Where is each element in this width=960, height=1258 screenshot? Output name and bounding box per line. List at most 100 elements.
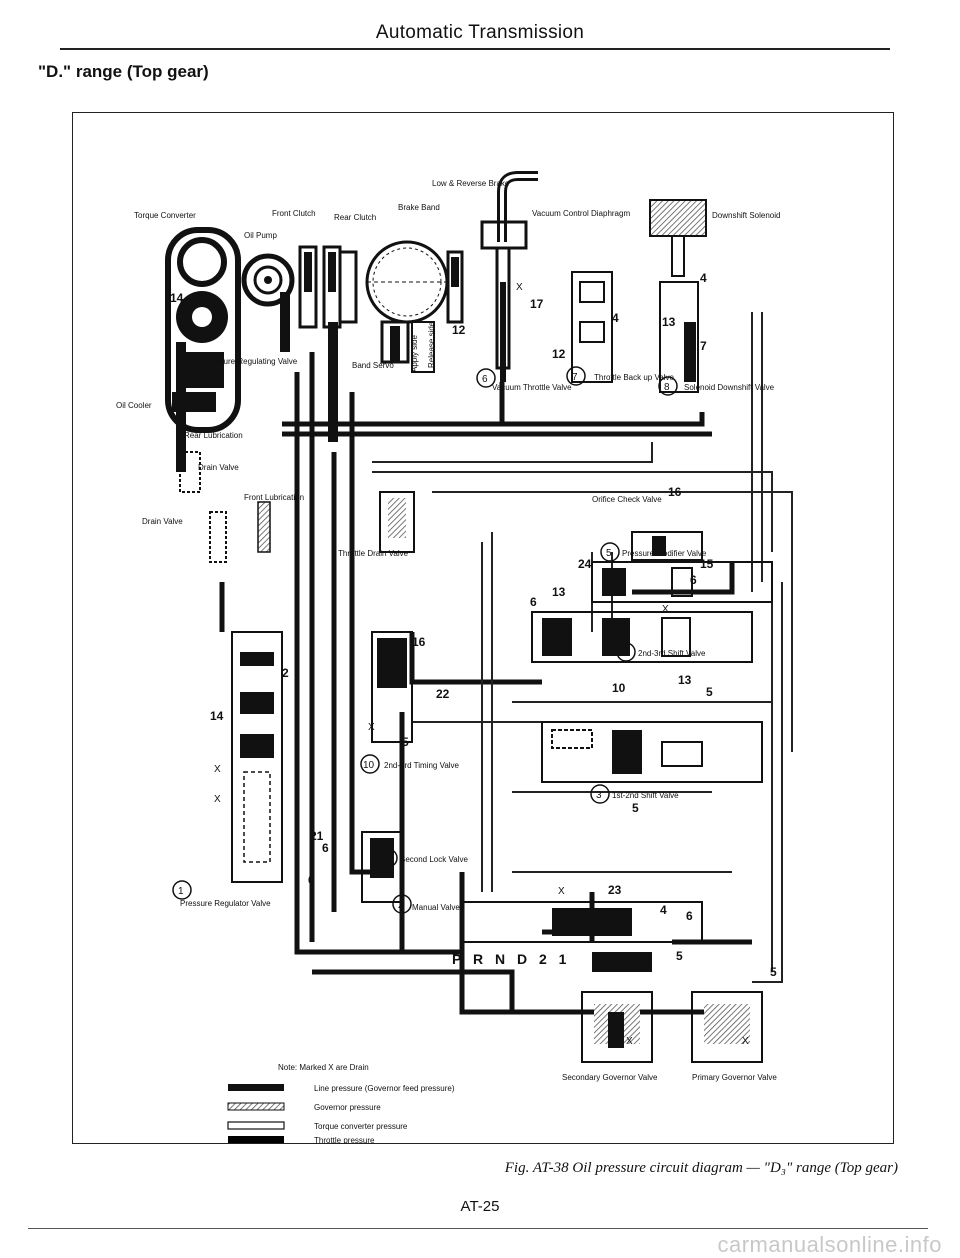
- footer-rule: [28, 1228, 928, 1229]
- label-second-lock: Second Lock Valve: [400, 855, 468, 864]
- svg-text:4: 4: [612, 311, 619, 325]
- svg-text:X: X: [214, 794, 221, 805]
- legend: Note: Marked X are Drain Line pressure (…: [227, 1063, 455, 1144]
- label-throttle-drain: Throttle Drain Valve: [338, 549, 409, 558]
- shift-valve-23: [531, 611, 753, 663]
- secondary-governor-valve: [581, 991, 653, 1063]
- oil-pump: [241, 253, 295, 352]
- svg-text:2: 2: [398, 900, 404, 911]
- svg-text:X: X: [368, 722, 375, 733]
- label-band-servo: Band Servo: [352, 361, 394, 370]
- svg-text:14: 14: [210, 709, 224, 723]
- front-lubrication-body: [257, 501, 271, 553]
- brake-band: [365, 240, 449, 324]
- svg-text:X: X: [742, 1036, 749, 1047]
- label-rear-lubrication: Rear Lubrication: [184, 431, 243, 440]
- svg-text:X: X: [626, 1036, 633, 1047]
- label-apply-side: Apply side: [410, 335, 419, 372]
- label-tc-regulator: T/C Oil Pressure Regulating Valve: [176, 357, 298, 366]
- svg-text:10: 10: [363, 760, 375, 771]
- svg-text:17: 17: [530, 297, 544, 311]
- low-reverse-brake: [446, 171, 538, 324]
- svg-text:5: 5: [676, 949, 683, 963]
- label-solenoid-downshift: Solenoid Downshift Valve: [684, 383, 775, 392]
- label-oil-pump: Oil Pump: [244, 231, 277, 240]
- svg-text:16: 16: [668, 485, 682, 499]
- primary-governor-valve: [691, 991, 763, 1063]
- tc-regulator-body: [184, 352, 224, 388]
- watermark: carmanualsonline.info: [717, 1232, 942, 1257]
- label-primary-governor: Primary Governor Valve: [692, 1073, 777, 1082]
- svg-text:19: 19: [552, 641, 566, 655]
- svg-text:Governor pressure: Governor pressure: [314, 1103, 381, 1112]
- label-front-clutch: Front Clutch: [272, 209, 316, 218]
- label-orifice-check: Orifice Check Valve: [592, 495, 662, 504]
- svg-text:5: 5: [706, 685, 713, 699]
- svg-text:6: 6: [482, 374, 488, 385]
- svg-text:14: 14: [170, 291, 184, 305]
- line-pressure-pipes: [219, 352, 752, 1015]
- svg-text:16: 16: [412, 635, 426, 649]
- svg-text:22: 22: [436, 687, 450, 701]
- downshift-solenoid: [649, 199, 707, 393]
- label-brake-band: Brake Band: [398, 203, 440, 212]
- label-rear-clutch: Rear Clutch: [334, 213, 376, 222]
- svg-text:5: 5: [770, 965, 777, 979]
- svg-text:7: 7: [572, 372, 578, 383]
- svg-text:Line pressure (Governor feed p: Line pressure (Governor feed pressure): [314, 1084, 455, 1093]
- second-lock-valve: [361, 831, 403, 903]
- throttle-backup-valve: [571, 271, 613, 383]
- label-timing-23: 2nd-3rd Timing Valve: [384, 761, 460, 770]
- label-oil-cooler: Oil Cooler: [116, 401, 152, 410]
- svg-text:X: X: [214, 764, 221, 775]
- header-rule: [60, 48, 890, 50]
- drain-valve-2-body: [209, 511, 227, 563]
- svg-text:24: 24: [578, 557, 592, 571]
- svg-text:9: 9: [384, 854, 390, 865]
- line-numbers: 14 12 17 12 13 4 7 4 16 24 15 6 6 13 19 …: [170, 271, 777, 1047]
- label-throttle-backup: Throttle Back up Valve: [594, 373, 674, 382]
- svg-text:2: 2: [282, 666, 289, 680]
- section-title: "D." range (Top gear): [38, 62, 209, 81]
- label-manual-valve: Manual Valve: [412, 903, 460, 912]
- legend-item-throttle-pressure: Throttle pressure: [228, 1136, 375, 1144]
- label-shift-23: 2nd-3rd Shift Valve: [638, 649, 706, 658]
- label-vacuum-throttle: Vacuum Throttle Valve: [492, 383, 572, 392]
- legend-item-line-pressure: Line pressure (Governor feed pressure): [228, 1084, 455, 1093]
- svg-text:4: 4: [660, 903, 667, 917]
- svg-text:10: 10: [612, 681, 626, 695]
- pressure-modifier-valve: [591, 561, 773, 603]
- legend-item-governor-pressure: Governor pressure: [227, 1102, 381, 1112]
- page-number: AT-25: [460, 1198, 500, 1215]
- svg-text:21: 21: [310, 829, 324, 843]
- svg-text:5: 5: [632, 801, 639, 815]
- timing-valve-23: [371, 631, 413, 743]
- shift-valve-12: [541, 721, 763, 783]
- svg-text:15: 15: [700, 557, 714, 571]
- svg-text:X: X: [516, 282, 523, 293]
- label-secondary-governor: Secondary Governor Valve: [562, 1073, 658, 1082]
- diagram-frame: [72, 112, 894, 1144]
- page-header-title: Automatic Transmission: [375, 22, 585, 43]
- legend-item-torque-converter-pressure: Torque converter pressure: [227, 1121, 408, 1131]
- oil-circuit-diagram: Low & Reverse Brake Brake Band Torque Co…: [116, 171, 793, 1144]
- svg-text:Throttle pressure: Throttle pressure: [314, 1136, 375, 1144]
- svg-text:13: 13: [662, 315, 676, 329]
- orifice-check-valve: [631, 531, 703, 561]
- valve-number-markers: 6 7 8 5 4 10 3 9 1 2: [172, 366, 678, 914]
- svg-text:6: 6: [308, 873, 315, 887]
- svg-text:12: 12: [452, 323, 466, 337]
- front-clutch: [298, 245, 342, 329]
- svg-text:13: 13: [678, 673, 692, 687]
- label-vacuum-control: Vacuum Control Diaphragm: [532, 209, 630, 218]
- rear-clutch: [328, 250, 358, 442]
- figure-caption: Fig. AT-38 Oil pressure circuit diagram …: [504, 1160, 898, 1176]
- svg-text:4: 4: [622, 648, 628, 659]
- svg-text:6: 6: [690, 573, 697, 587]
- manual-valve: [461, 901, 703, 972]
- oil-cooler-link: [172, 392, 216, 412]
- band-servo: [380, 320, 435, 373]
- vacuum-control-diaphragm: [480, 220, 528, 382]
- label-front-lubrication: Front Lubrication: [244, 493, 304, 502]
- svg-text:13: 13: [552, 585, 566, 599]
